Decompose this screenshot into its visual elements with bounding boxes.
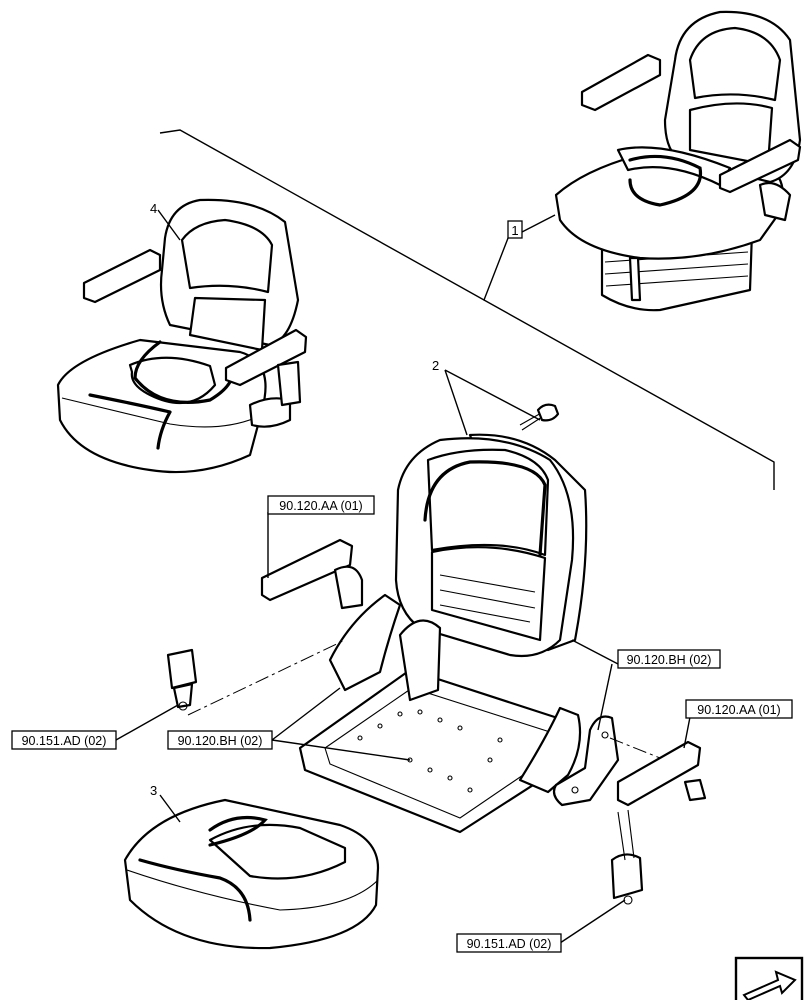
seatbelt-strap: [610, 809, 644, 905]
seat-cushion: [123, 798, 380, 950]
ref-bracket-right-label: 90.120.BH (02): [627, 653, 712, 667]
right-armrest: [616, 740, 707, 807]
ref-bracket-left-label: 90.120.BH (02): [178, 734, 263, 748]
ref-armrest-left[interactable]: 90.120.AA (01): [267, 495, 375, 515]
item-3-label[interactable]: 3: [150, 783, 157, 798]
leader-lines: [115, 209, 691, 944]
ref-armrest-right-label: 90.120.AA (01): [697, 703, 780, 717]
left-armrest: [260, 538, 364, 610]
backrest-cushion: [394, 433, 588, 658]
ref-bracket-right[interactable]: 90.120.BH (02): [617, 649, 721, 669]
frame-holes: [357, 709, 503, 793]
item-4-label[interactable]: 4: [150, 201, 157, 216]
ref-armrest-left-label: 90.120.AA (01): [279, 499, 362, 513]
item-1-label: 1: [511, 223, 518, 238]
ref-seatbelt-buckle[interactable]: 90.151.AD (02): [11, 730, 117, 750]
seat-without-suspension: [56, 198, 308, 474]
assembly-bracket-lines: [159, 129, 775, 490]
arrow-box-icon[interactable]: [734, 956, 804, 1000]
item-2-label[interactable]: 2: [432, 358, 439, 373]
ref-armrest-right[interactable]: 90.120.AA (01): [685, 699, 793, 719]
mounting-screw: [519, 403, 560, 431]
ref-seatbelt-strap[interactable]: 90.151.AD (02): [456, 933, 562, 953]
seatbelt-buckle: [166, 648, 198, 711]
complete-seat-assembly: [554, 10, 802, 312]
right-bracket: [552, 715, 620, 807]
ref-bracket-left[interactable]: 90.120.BH (02): [167, 730, 273, 750]
seat-pan-frame: [298, 593, 582, 834]
ref-seatbelt-buckle-label: 90.151.AD (02): [22, 734, 107, 748]
item-1-callout[interactable]: 1: [507, 220, 523, 239]
assembly-centerlines: [187, 639, 661, 759]
ref-seatbelt-strap-label: 90.151.AD (02): [467, 937, 552, 951]
